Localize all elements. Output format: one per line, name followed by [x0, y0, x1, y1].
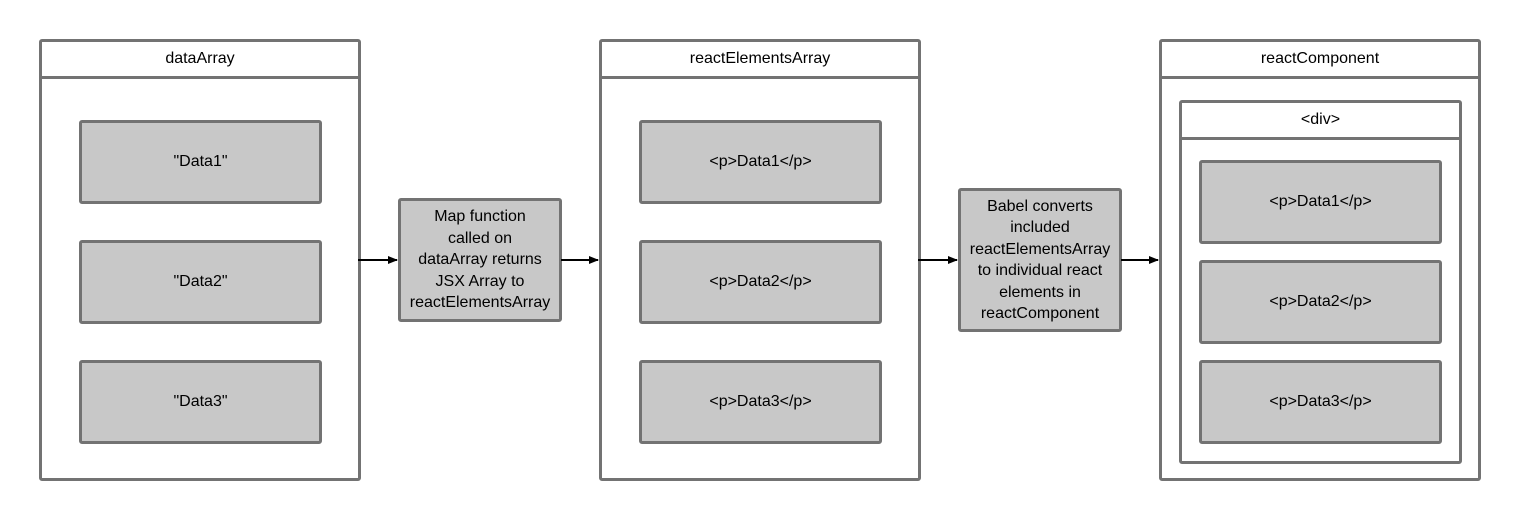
map-function-note-text: Map function called on dataArray returns…: [409, 208, 551, 312]
react-component-item-3: <p>Data3</p>: [1199, 360, 1442, 444]
react-component-item-2: <p>Data2</p>: [1199, 260, 1442, 344]
data-array-item-3: "Data3": [79, 360, 322, 444]
react-component-panel: reactComponent <div> <p>Data1</p> <p>Dat…: [1159, 39, 1481, 481]
react-elements-array-item-2: <p>Data2</p>: [639, 240, 882, 324]
react-elements-array-panel: reactElementsArray <p>Data1</p> <p>Data2…: [599, 39, 921, 481]
data-array-panel: dataArray "Data1" "Data2" "Data3": [39, 39, 361, 481]
div-container: <div> <p>Data1</p> <p>Data2</p> <p>Data3…: [1179, 100, 1462, 464]
data-array-item-1: "Data1": [79, 120, 322, 204]
react-component-item-1: <p>Data1</p>: [1199, 160, 1442, 244]
react-elements-array-title: reactElementsArray: [602, 42, 918, 79]
map-function-note: Map function called on dataArray returns…: [398, 198, 562, 322]
babel-converts-note: Babel converts included reactElementsArr…: [958, 188, 1122, 332]
react-component-title: reactComponent: [1162, 42, 1478, 79]
data-array-item-2: "Data2": [79, 240, 322, 324]
react-elements-array-item-3: <p>Data3</p>: [639, 360, 882, 444]
data-array-title: dataArray: [42, 42, 358, 79]
div-container-title: <div>: [1182, 103, 1459, 140]
react-elements-array-item-1: <p>Data1</p>: [639, 120, 882, 204]
babel-converts-note-text: Babel converts included reactElementsArr…: [969, 197, 1111, 323]
